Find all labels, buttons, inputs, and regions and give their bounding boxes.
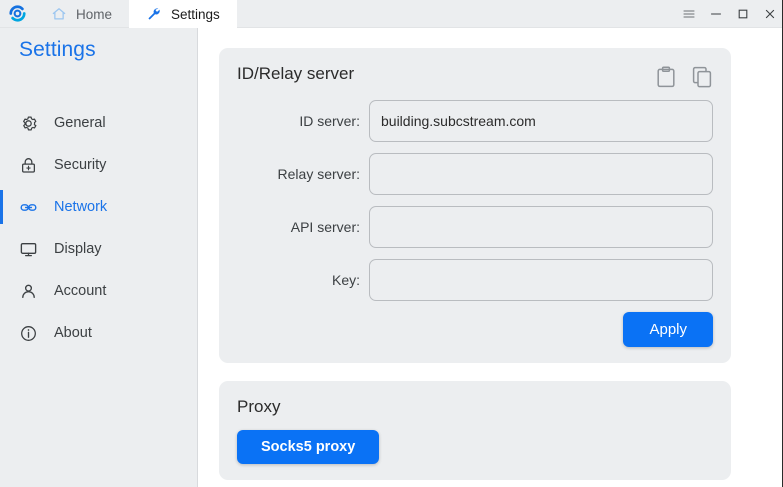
sidebar-item-network-label: Network [54, 199, 108, 215]
close-button[interactable] [756, 0, 782, 28]
sidebar-nav: General Security Network [0, 102, 198, 354]
info-icon [21, 325, 36, 341]
paste-button[interactable] [655, 66, 677, 88]
relay-server-label: Relay server: [277, 166, 360, 182]
maximize-button[interactable] [729, 0, 756, 28]
monitor-icon [20, 242, 37, 256]
id-relay-server-title: ID/Relay server [237, 64, 355, 83]
rustdesk-logo-icon [8, 5, 26, 22]
proxy-card: Proxy Socks5 proxy [219, 381, 731, 480]
apply-button[interactable]: Apply [623, 312, 713, 347]
settings-content: ID/Relay server [199, 28, 775, 487]
clipboard-icon [657, 66, 675, 88]
sidebar-item-security[interactable]: Security [0, 144, 198, 186]
key-input[interactable] [369, 259, 713, 301]
form-row-key: Key: [237, 259, 713, 301]
copy-icon [692, 66, 712, 88]
sidebar-item-about-label: About [54, 325, 92, 341]
maximize-icon [738, 9, 747, 18]
form-row-api-server: API server: [237, 206, 713, 248]
sidebar-item-general[interactable]: General [0, 102, 198, 144]
window-controls [675, 0, 782, 28]
sidebar-item-general-label: General [54, 115, 106, 131]
sidebar-item-network[interactable]: Network [0, 186, 198, 228]
sidebar-item-account-label: Account [54, 283, 107, 299]
card-header: ID/Relay server [237, 64, 713, 88]
titlebar-spacer [237, 0, 675, 27]
sidebar-item-about[interactable]: About [0, 312, 198, 354]
card-actions [655, 64, 713, 88]
tab-home[interactable]: Home [34, 0, 129, 28]
sidebar-title: Settings [19, 38, 96, 61]
tab-settings[interactable]: Settings [129, 0, 237, 28]
person-icon [22, 284, 35, 298]
apply-button-row: Apply [237, 312, 713, 347]
wrench-icon [148, 8, 160, 20]
id-server-input[interactable] [369, 100, 713, 142]
form-row-relay-server: Relay server: [237, 153, 713, 195]
close-icon [765, 9, 774, 18]
sidebar-item-account[interactable]: Account [0, 270, 198, 312]
menu-button[interactable] [675, 0, 702, 28]
api-server-label: API server: [290, 219, 360, 235]
key-label: Key: [331, 272, 360, 288]
tab-settings-label: Settings [171, 6, 220, 22]
id-server-label: ID server: [299, 113, 360, 129]
hamburger-menu-icon [682, 9, 695, 18]
sidebar: Settings General Security [0, 28, 198, 487]
minimize-icon [710, 12, 721, 15]
id-relay-form: ID server: Relay server: API server: Key… [237, 100, 713, 347]
link-icon [20, 203, 37, 211]
lock-icon [22, 157, 35, 173]
tab-home-label: Home [76, 6, 113, 22]
gear-icon [23, 116, 37, 130]
id-relay-server-card: ID/Relay server [219, 48, 731, 363]
title-bar: Home Settings [0, 0, 782, 28]
relay-server-input[interactable] [369, 153, 713, 195]
sidebar-item-security-label: Security [54, 157, 107, 173]
home-icon [52, 8, 66, 20]
minimize-button[interactable] [702, 0, 729, 28]
sidebar-item-display[interactable]: Display [0, 228, 198, 270]
socks5-proxy-button[interactable]: Socks5 proxy [237, 430, 380, 464]
sidebar-item-display-label: Display [54, 241, 102, 257]
api-server-input[interactable] [369, 206, 713, 248]
app-logo [0, 0, 34, 27]
copy-button[interactable] [691, 66, 713, 88]
form-row-id-server: ID server: [237, 100, 713, 142]
proxy-title: Proxy [237, 397, 281, 416]
